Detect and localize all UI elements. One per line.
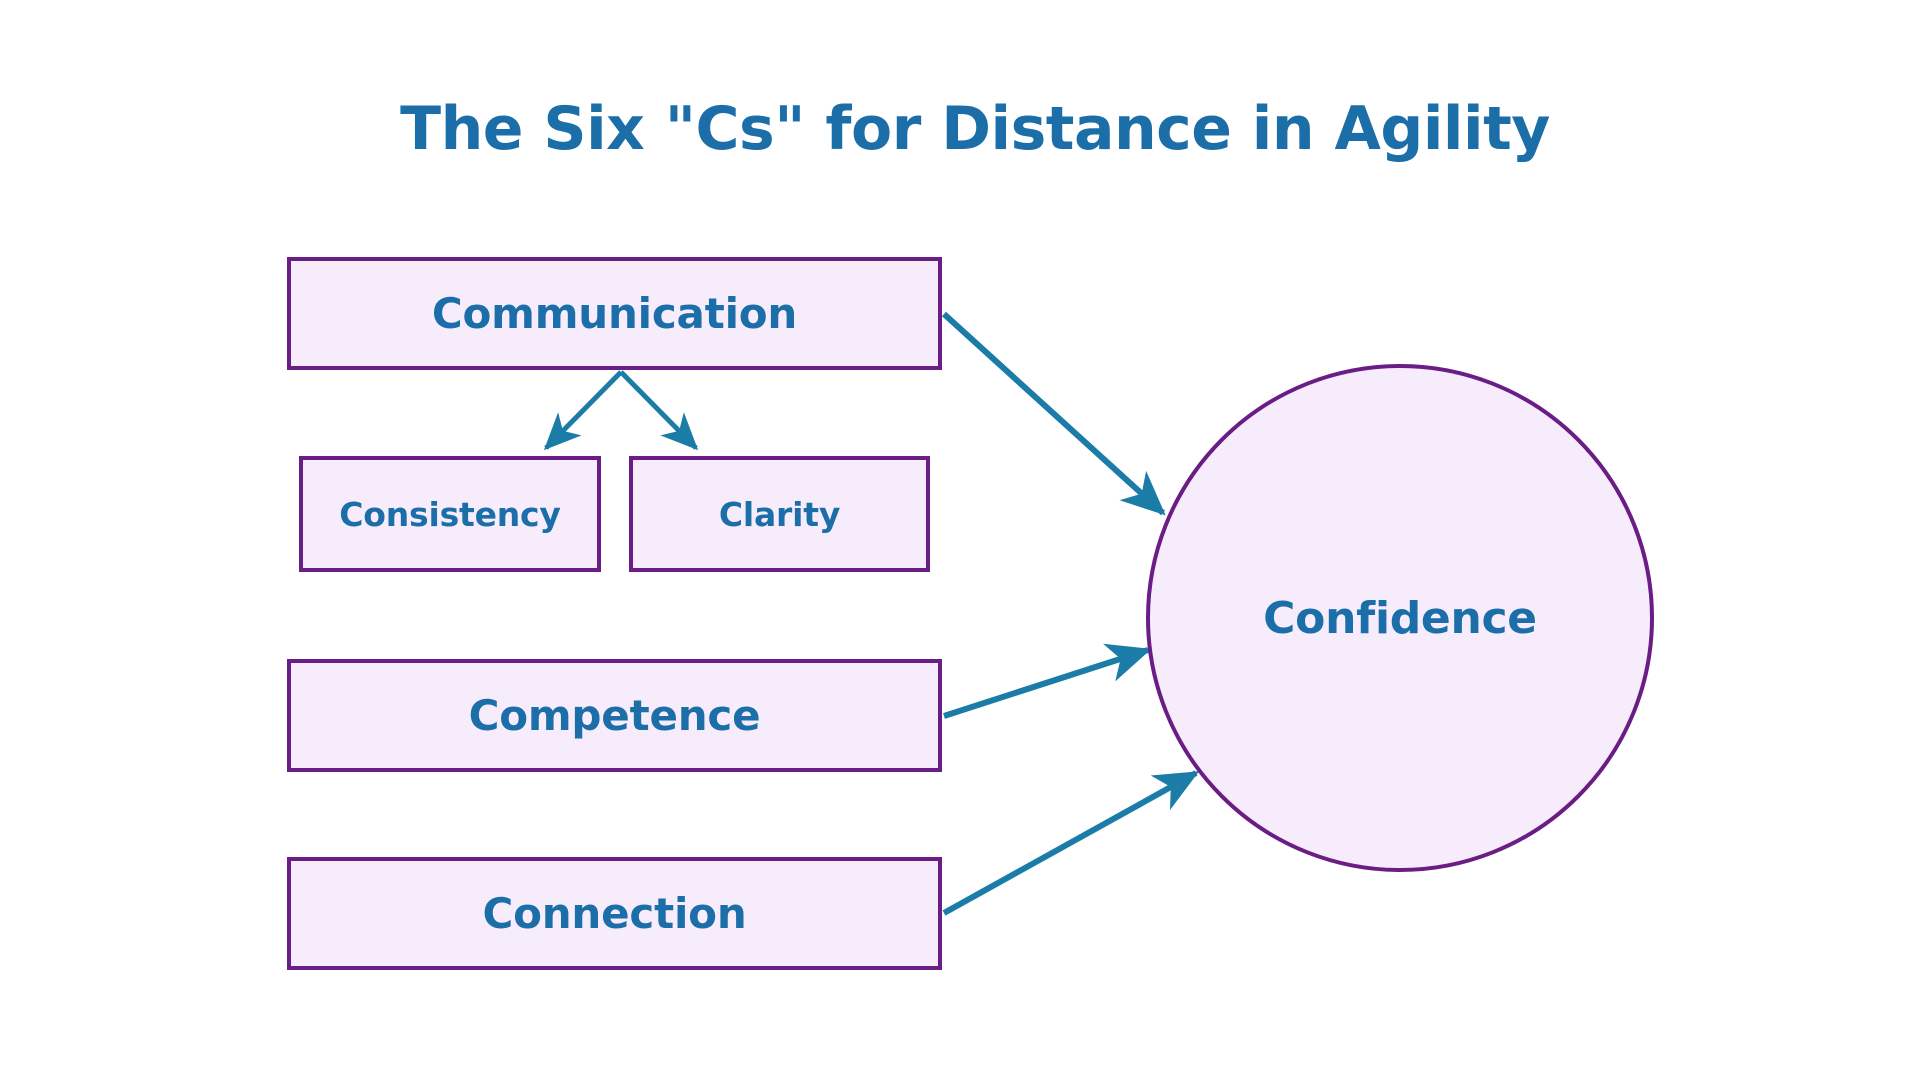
node-clarity-label: Clarity (718, 494, 841, 534)
node-consistency-label: Consistency (339, 494, 561, 534)
node-consistency[interactable]: Consistency (299, 456, 601, 572)
node-communication-label: Communication (431, 289, 798, 338)
node-competence-label: Competence (468, 691, 761, 740)
page-title: The Six "Cs" for Distance in Agility (400, 94, 1550, 164)
arrow-communication-to-consistency (543, 370, 623, 451)
arrow-communication-to-clarity (619, 370, 699, 451)
node-connection-label: Connection (482, 889, 747, 938)
node-competence[interactable]: Competence (287, 659, 942, 772)
node-confidence-label: Confidence (1263, 592, 1537, 644)
arrow-communication-to-confidence (941, 311, 1166, 516)
node-clarity[interactable]: Clarity (629, 456, 930, 572)
node-communication[interactable]: Communication (287, 257, 942, 370)
node-confidence[interactable]: Confidence (1146, 364, 1654, 872)
arrow-connection-to-confidence (942, 770, 1200, 916)
arrow-competence-to-confidence (943, 643, 1152, 719)
node-connection[interactable]: Connection (287, 857, 942, 970)
